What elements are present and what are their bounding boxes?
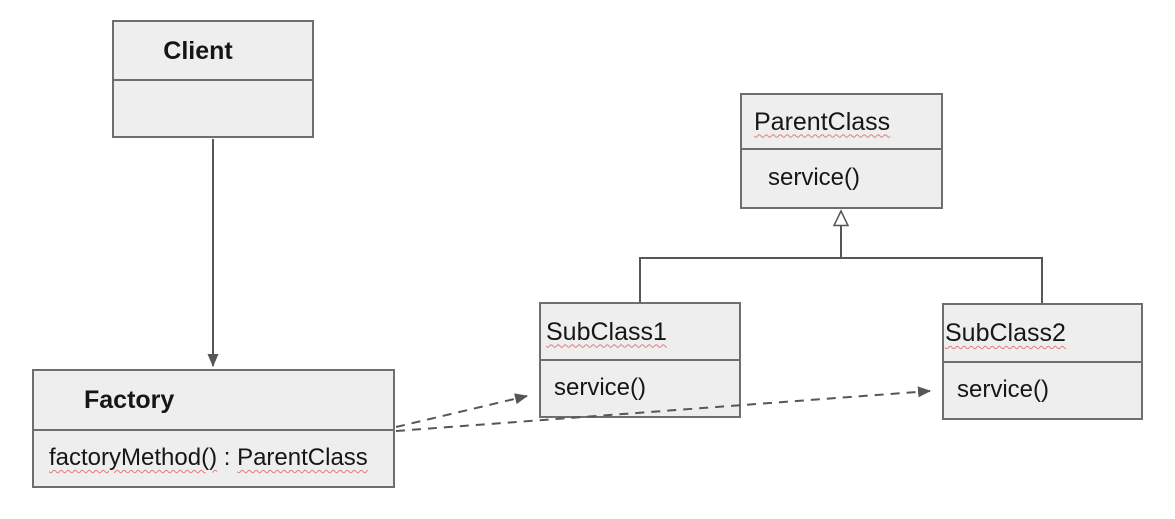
edge-factory-to-subclass1[interactable]: [395, 393, 528, 428]
class-method: factoryMethod() : ParentClass: [34, 431, 393, 486]
method-separator: :: [217, 444, 238, 472]
class-method: service(): [554, 374, 647, 402]
class-title: Factory: [34, 371, 393, 431]
class-title: SubClass1: [541, 304, 739, 361]
class-title-text: ParentClass: [754, 107, 891, 136]
class-title-text: SubClass2: [945, 319, 1066, 347]
class-parentclass[interactable]: ParentClass service(): [740, 93, 943, 209]
class-title: ParentClass: [742, 95, 941, 150]
class-subclass2[interactable]: SubClass2 service(): [942, 303, 1143, 420]
class-body-empty: [114, 81, 312, 136]
generalization-triangle: [832, 209, 850, 227]
class-title-text: SubClass1: [546, 317, 667, 346]
class-title: Client: [114, 22, 312, 81]
class-title: SubClass2: [944, 305, 1141, 363]
method-return-type: ParentClass: [237, 444, 368, 472]
edge-generalization-tree[interactable]: [639, 257, 1043, 303]
class-method: service(): [957, 376, 1050, 404]
class-factory[interactable]: Factory factoryMethod() : ParentClass: [32, 369, 395, 488]
method-name: factoryMethod(): [49, 444, 218, 472]
class-method: service(): [768, 164, 861, 192]
class-client[interactable]: Client: [112, 20, 314, 138]
class-subclass1[interactable]: SubClass1 service(): [539, 302, 741, 418]
